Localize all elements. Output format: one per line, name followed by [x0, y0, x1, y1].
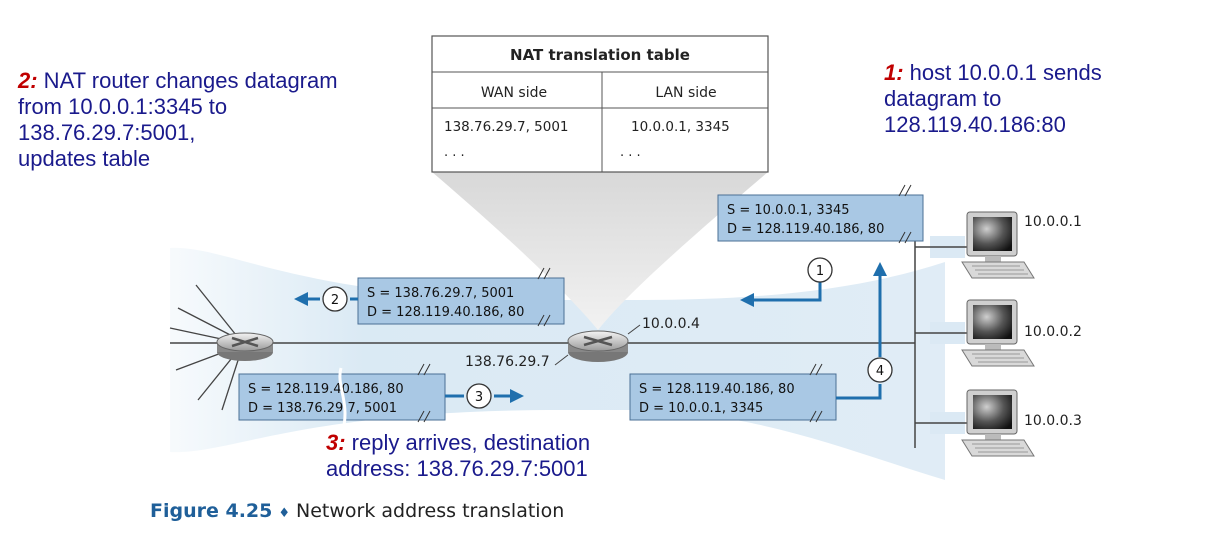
internet-router-icon [216, 332, 274, 361]
arrow-heads [294, 262, 887, 403]
nat-translation-table: NAT translation table WAN side LAN side … [431, 35, 769, 173]
datagram-2-source: S = 138.76.29.7, 5001 [367, 286, 514, 301]
step-2-text-line3: 138.76.29.7:5001, [18, 120, 196, 145]
lan-side-ellipsis: . . . [620, 145, 641, 160]
step-1-text-line1: host 10.0.0.1 sends [903, 60, 1102, 85]
step-2-marker [322, 286, 348, 312]
computer-icon [961, 299, 1035, 367]
step-2-number: 2: [18, 68, 38, 93]
step-4-label: 4 [876, 364, 884, 379]
step-1-marker [807, 257, 833, 283]
host-1-address: 10.0.0.1 [1024, 214, 1082, 230]
figure-caption: Figure 4.25 ♦ Network address translation [150, 500, 564, 522]
step-2-note: 2: NAT router changes datagram from 10.0… [18, 68, 338, 172]
figure-number: Figure 4.25 [150, 500, 273, 522]
computer-icon [961, 211, 1035, 279]
step-3-text-line2: address: 138.76.29.7:5001 [326, 456, 588, 481]
step-3-note: 3: reply arrives, destination address: 1… [326, 430, 590, 482]
step-4-arrow [836, 272, 882, 400]
datagram-1-destination: D = 128.119.40.186, 80 [727, 222, 884, 237]
step-markers: 1 2 3 4 [322, 257, 893, 409]
flow-arrows [306, 272, 882, 400]
step-2-text-line2: from 10.0.0.1:3345 to [18, 94, 228, 119]
datagram-3: S = 128.119.40.186, 80 D = 138.76.29.7, … [238, 363, 446, 431]
datagram-1-source: S = 10.0.0.1, 3345 [727, 203, 850, 218]
host-2-address: 10.0.0.2 [1024, 324, 1082, 340]
step-3-text-line1: reply arrives, destination [345, 430, 591, 455]
step-1-text-line3: 128.119.40.186:80 [884, 112, 1066, 137]
datagram-4: S = 128.119.40.186, 80 D = 10.0.0.1, 334… [629, 363, 837, 423]
computer-icon [961, 389, 1035, 457]
step-3-label: 3 [475, 390, 483, 405]
datagram-2: S = 138.76.29.7, 5001 D = 128.119.40.186… [357, 267, 565, 327]
router-lan-address: 10.0.0.4 [642, 316, 700, 332]
step-1-label: 1 [816, 264, 824, 279]
nat-router-icon [567, 330, 629, 362]
datagram-4-source: S = 128.119.40.186, 80 [639, 382, 795, 397]
router-addresses: 10.0.0.4 138.76.29.7 [465, 316, 700, 370]
host-1: 10.0.0.1 [961, 211, 1082, 279]
datagram-2-destination: D = 128.119.40.186, 80 [367, 305, 524, 320]
datagram-1: S = 10.0.0.1, 3345 D = 128.119.40.186, 8… [717, 184, 924, 244]
step-1-arrow [752, 282, 822, 302]
host-2: 10.0.0.2 [961, 299, 1082, 367]
step-3-number: 3: [326, 430, 346, 455]
step-1-note: 1: host 10.0.0.1 sends datagram to 128.1… [884, 60, 1102, 138]
figure-title: Network address translation [296, 500, 565, 522]
datagram-3-source: S = 128.119.40.186, 80 [248, 382, 404, 397]
wan-side-entry: 138.76.29.7, 5001 [444, 119, 569, 135]
host-3-address: 10.0.0.3 [1024, 413, 1082, 429]
nat-table-title: NAT translation table [510, 46, 690, 64]
step-4-marker [867, 357, 893, 383]
step-1-number: 1: [884, 60, 904, 85]
caption-separator: ♦ [278, 506, 291, 521]
wan-side-ellipsis: . . . [444, 145, 465, 160]
router-wan-address: 138.76.29.7 [465, 354, 550, 370]
step-1-text-line2: datagram to [884, 86, 1002, 111]
step-3-marker [466, 383, 492, 409]
step-2-label: 2 [331, 293, 339, 308]
lan-side-entry: 10.0.0.1, 3345 [631, 119, 730, 135]
datagram-4-destination: D = 10.0.0.1, 3345 [639, 401, 763, 416]
datagram-3-destination: D = 138.76.29.7, 5001 [248, 401, 397, 416]
wan-side-header: WAN side [481, 85, 547, 101]
step-2-text-line4: updates table [18, 146, 151, 171]
host-3: 10.0.0.3 [961, 389, 1082, 457]
lan-side-header: LAN side [655, 85, 716, 101]
step-2-text-line1: NAT router changes datagram [37, 68, 338, 93]
